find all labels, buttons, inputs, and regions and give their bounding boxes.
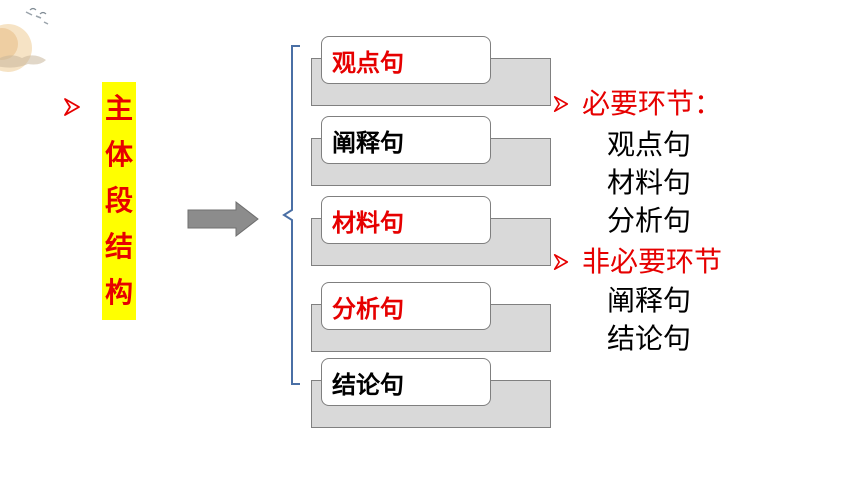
vertical-title: 主 体 段 结 构 <box>102 82 136 320</box>
structure-box-2: 阐释句 <box>311 116 551 188</box>
required-item: 分析句 <box>607 204 692 237</box>
box-label: 阐释句 <box>321 116 491 164</box>
box-label: 分析句 <box>321 282 491 330</box>
title-char: 体 <box>104 138 133 171</box>
arrowhead-bullet-icon <box>553 253 569 271</box>
optional-heading: 非必要环节 <box>552 244 722 280</box>
required-item: 观点句 <box>607 128 692 161</box>
structure-box-4: 分析句 <box>311 282 551 354</box>
box-label: 结论句 <box>321 358 491 406</box>
required-item: 材料句 <box>607 166 692 199</box>
right-arrow-icon <box>187 200 259 238</box>
required-heading: 必要环节： <box>552 86 722 122</box>
optional-item: 阐释句 <box>607 284 692 317</box>
title-char: 段 <box>104 184 133 217</box>
title-char: 主 <box>104 92 133 125</box>
structure-box-5: 结论句 <box>311 358 551 430</box>
optional-heading-text: 非必要环节 <box>582 245 723 278</box>
required-heading-text: 必要环节： <box>582 87 723 120</box>
optional-item: 结论句 <box>607 322 692 355</box>
title-char: 构 <box>104 276 133 309</box>
moon-cloud-logo-icon <box>0 7 49 72</box>
title-char: 结 <box>104 230 133 263</box>
title-arrowhead-bullet-icon <box>64 98 80 116</box>
box-label: 观点句 <box>321 36 491 84</box>
box-label: 材料句 <box>321 196 491 244</box>
arrowhead-bullet-icon <box>553 95 569 113</box>
structure-box-3: 材料句 <box>311 196 551 268</box>
left-bracket-icon <box>282 45 300 385</box>
structure-box-1: 观点句 <box>311 36 551 108</box>
